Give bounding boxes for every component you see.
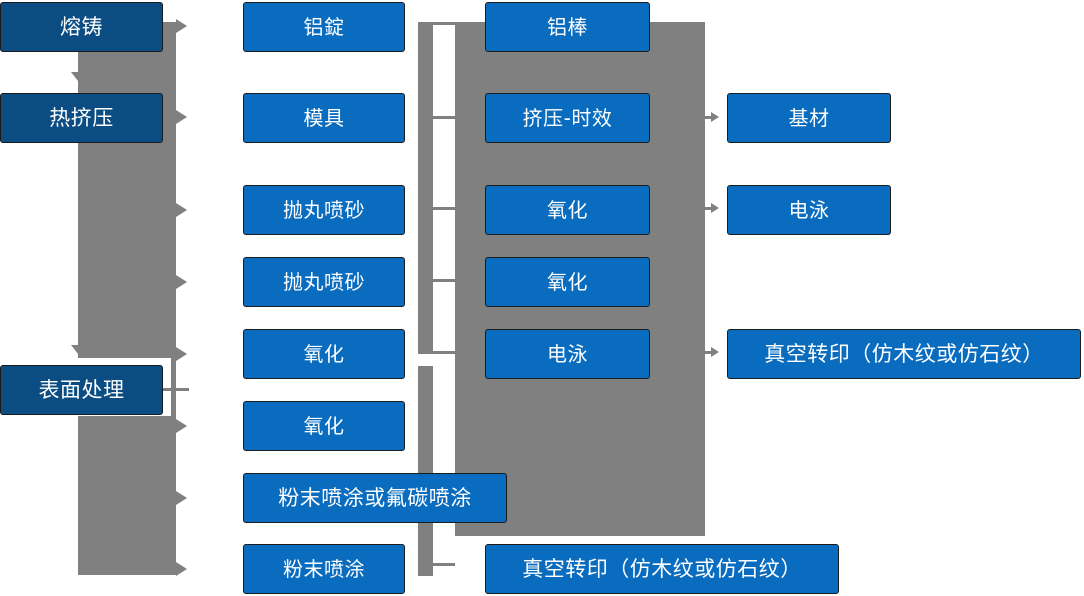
arrow-stem-dianyong xyxy=(697,207,713,210)
node-paowan-2[interactable]: 抛丸喷砂 xyxy=(243,257,405,310)
connector-tick-1 xyxy=(433,22,455,25)
arrowhead-to-fenmo-fu xyxy=(176,491,187,505)
connector-rail-thin-upper xyxy=(418,22,433,354)
arrow-stem-jicai xyxy=(697,116,713,119)
node-jiya[interactable]: 挤压-时效 xyxy=(485,93,650,146)
node-rejiya[interactable]: 热挤压 xyxy=(0,93,163,146)
arrowhead-to-zhenkong xyxy=(711,347,719,357)
arrowhead-to-yanghua-1 xyxy=(176,347,187,361)
node-fenmo-fu[interactable]: 粉末喷涂或氟碳喷涂 xyxy=(243,473,507,526)
arrowhead-to-dianyong xyxy=(711,203,719,213)
node-dianyong-2[interactable]: 电泳 xyxy=(727,185,891,238)
connector-tick-3 xyxy=(433,207,455,210)
node-paowan-1[interactable]: 抛丸喷砂 xyxy=(243,185,405,238)
connector-tick-2 xyxy=(433,116,455,119)
node-biaomian[interactable]: 表面处理 xyxy=(0,365,163,418)
connector-tick-5 xyxy=(433,351,455,354)
node-fenmo[interactable]: 粉末喷涂 xyxy=(243,544,405,596)
node-yanghua-1[interactable]: 氧化 xyxy=(243,329,405,382)
arrowhead-to-ludin xyxy=(176,19,187,33)
connector-stub-biaomian xyxy=(163,388,189,391)
connector-notch-white xyxy=(78,358,171,366)
arrowhead-to-yanghua-2 xyxy=(176,419,187,433)
arrowhead-to-jicai xyxy=(711,112,719,122)
node-rongzhu[interactable]: 熔铸 xyxy=(0,2,163,55)
arrow-stem-zhenkong xyxy=(697,351,713,354)
node-yanghua-3[interactable]: 氧化 xyxy=(485,185,650,238)
connector-tick-6 xyxy=(433,563,455,566)
node-ludin[interactable]: 铝錠 xyxy=(243,2,405,55)
arrowhead-to-paowan-2 xyxy=(176,275,187,289)
arrow-trunk-to-biaomian xyxy=(71,345,85,354)
arrowhead-to-paowan-1 xyxy=(176,203,187,217)
connector-rail-thin-lower xyxy=(418,366,433,576)
node-dianyong-1[interactable]: 电泳 xyxy=(485,329,650,382)
node-muju[interactable]: 模具 xyxy=(243,93,405,146)
node-zhenkong-1[interactable]: 真空转印（仿木纹或仿石纹） xyxy=(485,544,839,596)
connector-tick-4 xyxy=(433,279,455,282)
arrowhead-to-fenmo xyxy=(176,562,187,576)
node-lubang[interactable]: 铝棒 xyxy=(485,2,650,55)
arrow-rongzhu-to-rejiya xyxy=(71,72,85,81)
node-jicai[interactable]: 基材 xyxy=(727,93,891,146)
node-yanghua-2[interactable]: 氧化 xyxy=(243,401,405,454)
arrowhead-to-muju xyxy=(176,110,187,124)
node-yanghua-4[interactable]: 氧化 xyxy=(485,257,650,310)
node-zhenkong-2[interactable]: 真空转印（仿木纹或仿石纹） xyxy=(727,329,1081,382)
